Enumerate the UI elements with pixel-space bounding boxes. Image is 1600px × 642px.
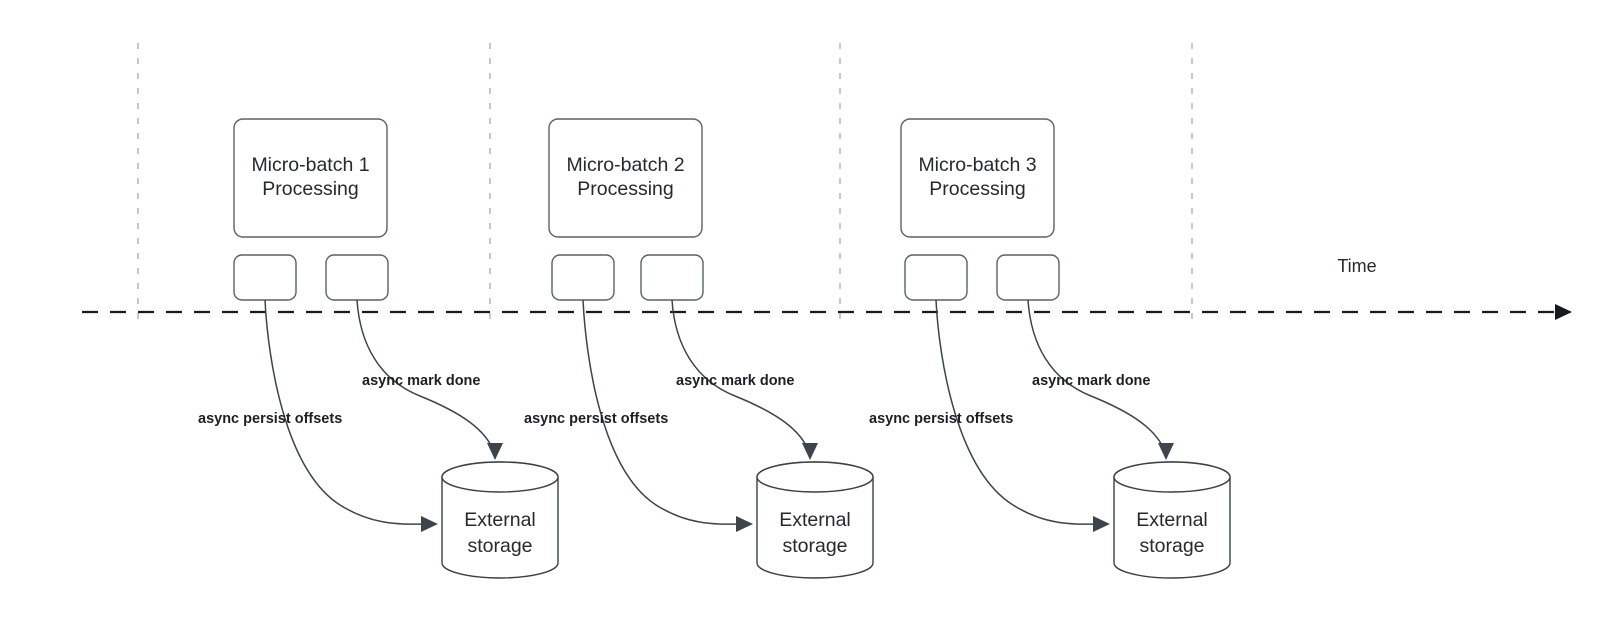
edge-arrow-icon — [487, 443, 503, 460]
mark-done-task-box[interactable] — [640, 254, 704, 301]
batch-box-label-line1: Micro-batch 3 — [918, 154, 1036, 176]
batch-box-rect[interactable] — [900, 118, 1055, 238]
async-mark-done-edge: async mark done — [356, 299, 503, 460]
edge-label: async mark done — [362, 373, 480, 389]
edge-curve — [1027, 299, 1166, 453]
persist-task-box[interactable] — [551, 254, 615, 301]
edge-arrow-icon — [1093, 516, 1110, 532]
batch-box-label-line2: Processing — [577, 178, 673, 200]
storage-label-line1: External — [779, 509, 851, 531]
cylinder-top-ellipse — [756, 461, 874, 493]
async-persist-offsets-edge: async persist offsets — [869, 299, 1110, 532]
async-persist-offsets-edge: async persist offsets — [524, 299, 753, 532]
batch-box-label-line2: Processing — [929, 178, 1025, 200]
edge-curve — [935, 299, 1103, 525]
cylinder-top-ellipse — [441, 461, 559, 493]
batch-box-rect[interactable] — [233, 118, 388, 238]
cylinder-top-ellipse — [1113, 461, 1231, 493]
edge-arrow-icon — [421, 516, 438, 532]
tick-line-group — [137, 43, 1193, 322]
edge-arrow-icon — [736, 516, 753, 532]
persist-task-box[interactable] — [904, 254, 968, 301]
storage-label-line2: storage — [782, 535, 847, 557]
batch-box-label-line2: Processing — [262, 178, 358, 200]
edge-label: async persist offsets — [198, 411, 342, 427]
micro-batch-groups: Micro-batch 1ProcessingExternalstorageas… — [198, 118, 1231, 579]
async-persist-offsets-edge: async persist offsets — [198, 299, 438, 532]
timeline-arrow-icon — [1555, 304, 1572, 320]
mark-done-task-box[interactable] — [996, 254, 1060, 301]
edge-curve — [582, 299, 746, 525]
edge-curve — [356, 299, 495, 453]
persist-task-box[interactable] — [233, 254, 297, 301]
edge-arrow-icon — [1158, 443, 1174, 460]
time-axis-label: Time — [1337, 256, 1376, 276]
timeline-axis-group: Time — [82, 256, 1572, 320]
mark-done-task-box[interactable] — [325, 254, 389, 301]
storage-label-line1: External — [464, 509, 536, 531]
batch-box-label-line1: Micro-batch 1 — [251, 154, 369, 176]
edge-label: async mark done — [1032, 373, 1150, 389]
external-storage-cylinder[interactable]: External storage — [756, 461, 874, 579]
external-storage-cylinder[interactable]: External storage — [441, 461, 559, 579]
edge-label: async mark done — [676, 373, 794, 389]
edge-label: async persist offsets — [524, 411, 668, 427]
edge-label: async persist offsets — [869, 411, 1013, 427]
batch-box-label-line1: Micro-batch 2 — [566, 154, 684, 176]
external-storage-cylinder[interactable]: External storage — [1113, 461, 1231, 579]
storage-label-line1: External — [1136, 509, 1208, 531]
batch-box-rect[interactable] — [548, 118, 703, 238]
edge-curve — [264, 299, 431, 525]
storage-label-line2: storage — [467, 535, 532, 557]
edge-arrow-icon — [802, 443, 818, 460]
edge-curve — [671, 299, 810, 453]
storage-label-line2: storage — [1139, 535, 1204, 557]
async-mark-done-edge: async mark done — [671, 299, 818, 460]
async-mark-done-edge: async mark done — [1027, 299, 1174, 460]
